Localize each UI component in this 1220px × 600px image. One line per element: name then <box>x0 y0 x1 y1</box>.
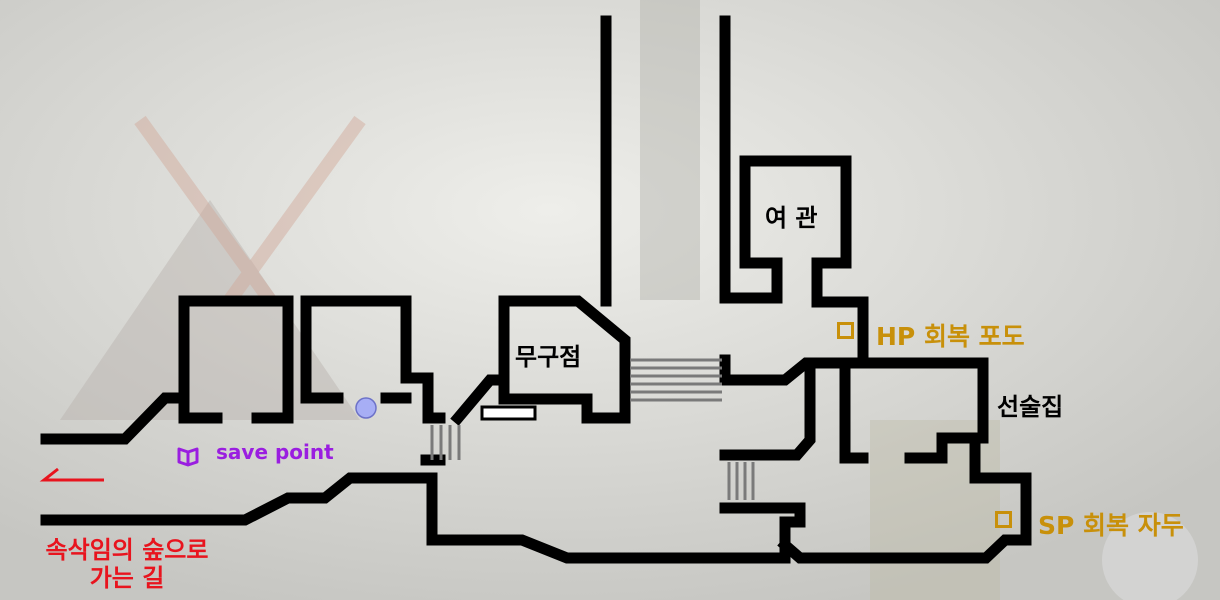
exit-label-line-1: 속삭임의 숲으로 <box>45 536 209 564</box>
npc-marker <box>355 397 377 419</box>
exit-label-line-2: 가는 길 <box>89 564 165 592</box>
stairs-right <box>727 462 755 500</box>
stairs-left <box>430 425 461 460</box>
exit-label: 속삭임의 숲으로 가는 길 <box>22 536 232 592</box>
save-point-label: save point <box>216 440 334 464</box>
inn-label: 여 관 <box>765 204 818 232</box>
hp-item-label: HP 회복 포도 <box>876 322 1025 351</box>
sp-item-label: SP 회복 자두 <box>1038 511 1184 540</box>
arrow-left-icon <box>39 467 104 482</box>
stairs-center <box>630 358 722 402</box>
weapon-shop-label: 무구점 <box>515 343 582 371</box>
shop-counter <box>480 405 537 421</box>
map-walls <box>40 15 1032 564</box>
book-icon <box>177 447 199 467</box>
tavern-label: 선술집 <box>997 393 1064 421</box>
sp-item-marker <box>995 511 1012 528</box>
hp-item-marker <box>837 322 854 339</box>
